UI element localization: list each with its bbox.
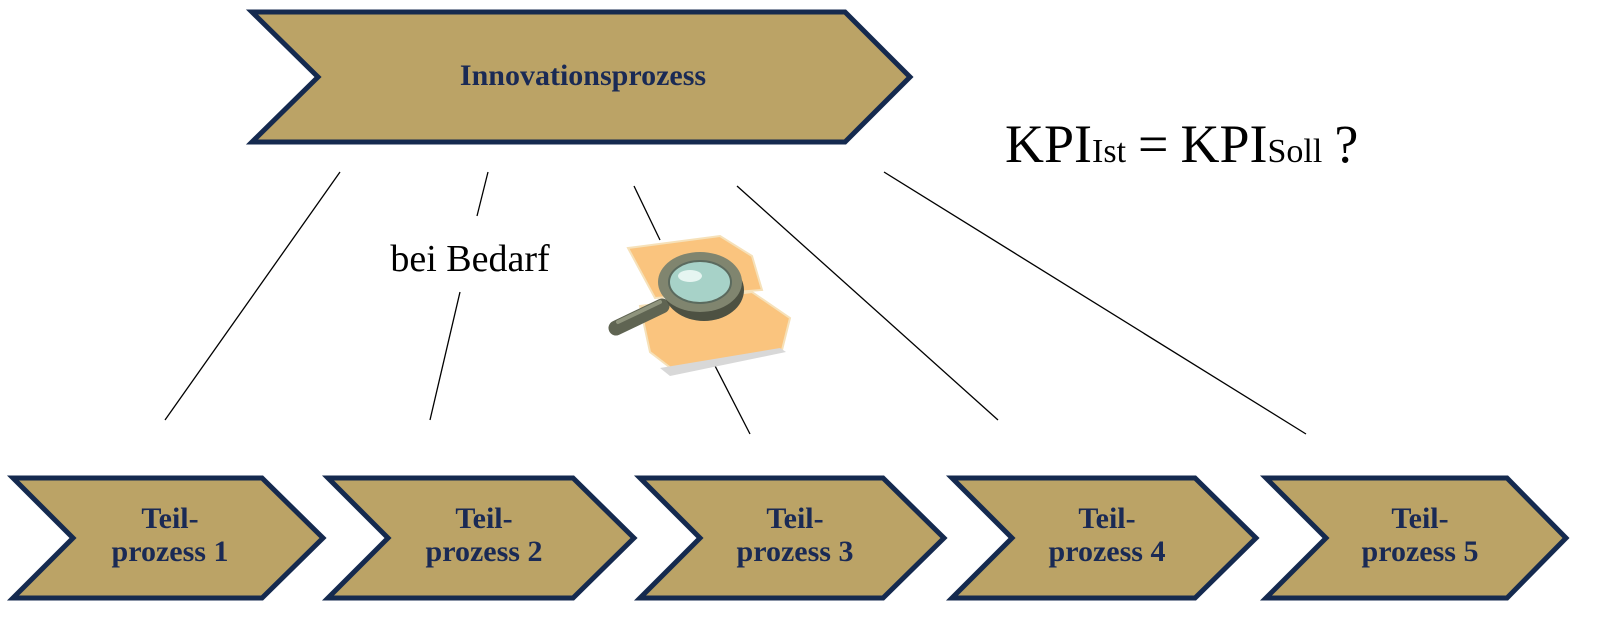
connector-label: bei Bedarf: [390, 238, 550, 280]
sub-process-chevron-5: Teil- prozess 5: [1259, 475, 1570, 601]
sub-process-label-line1: Teil-: [455, 502, 512, 535]
connector-line-1: [164, 171, 341, 421]
connectors: [164, 171, 1307, 435]
sub-process-label-line1: Teil-: [141, 502, 198, 535]
sub-process-label-line2: prozess 5: [1362, 535, 1479, 568]
sub-process-label-line1: Teil-: [766, 502, 823, 535]
magnifier-handle-highlight: [616, 300, 662, 324]
kpi-ist-base: KPI: [1005, 114, 1092, 174]
main-process-label: Innovationsprozess: [460, 59, 706, 92]
formula-equals: =: [1138, 114, 1168, 174]
kpi-ist-subscript: Ist: [1092, 133, 1127, 170]
kpi-formula: KPIIst=KPISoll?: [1005, 114, 1358, 174]
connector-line-3-upper: [633, 185, 661, 241]
sub-process-label-line1: Teil-: [1078, 502, 1135, 535]
document-shadow: [660, 348, 786, 376]
connector-line-4: [736, 185, 999, 421]
sub-process-label-line1: Teil-: [1391, 502, 1448, 535]
magnifier-lens-glare: [678, 270, 702, 282]
sub-process-label-line2: prozess 3: [737, 535, 854, 568]
connector-line-2-lower: [429, 291, 461, 421]
magnifier-on-document-icon: [608, 234, 792, 376]
sub-process-chevron-4: Teil- prozess 4: [945, 475, 1260, 601]
sub-process-label-line2: prozess 4: [1049, 535, 1166, 568]
sub-process-chevron-1: Teil- prozess 1: [6, 475, 327, 601]
sub-process-shape: [945, 475, 1260, 601]
kpi-soll-base: KPI: [1180, 114, 1267, 174]
sub-process-chevron-3: Teil- prozess 3: [633, 475, 948, 601]
sub-process-shape: [1259, 475, 1570, 601]
magnifier-lens: [668, 260, 732, 304]
kpi-soll-subscript: Soll: [1268, 133, 1323, 170]
formula-question-mark: ?: [1334, 114, 1358, 174]
connector-line-5: [883, 171, 1307, 435]
main-process-chevron: Innovationsprozess: [245, 9, 914, 145]
main-process-shape: [245, 9, 914, 145]
sub-process-chevron-2: Teil- prozess 2: [321, 475, 638, 601]
connector-line-2-upper: [476, 171, 489, 217]
sub-process-label-line2: prozess 2: [426, 535, 543, 568]
connector-line-3-lower: [711, 359, 751, 435]
sub-process-label-line2: prozess 1: [112, 535, 229, 568]
magnifier-handle: [608, 298, 670, 336]
sub-process-shape: [321, 475, 638, 601]
sub-process-shape: [633, 475, 948, 601]
sub-process-shape: [6, 475, 327, 601]
